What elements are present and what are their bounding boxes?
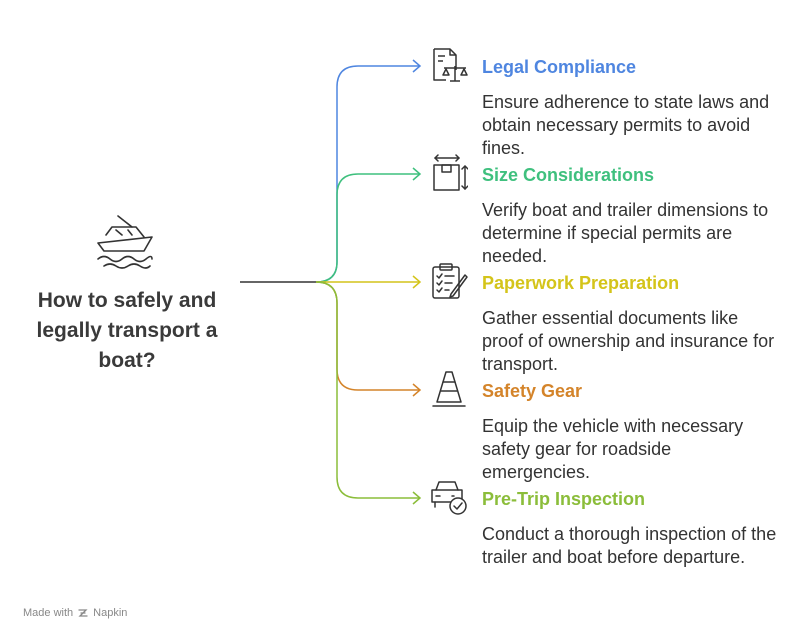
paperwork-preparation-description: Gather essential documents like proof of… <box>482 308 775 374</box>
arrow-safety-gear <box>412 383 422 397</box>
footer-text: Made with <box>23 607 74 619</box>
footer-watermark: Made with Napkin <box>23 607 127 619</box>
legal-compliance-description: Ensure adherence to state laws and obtai… <box>482 92 770 158</box>
boat-icon <box>97 215 153 269</box>
pre-trip-inspection-title: Pre-Trip Inspection <box>482 489 646 509</box>
safety-gear-title: Safety Gear <box>482 381 583 401</box>
box-dimensions-icon <box>433 154 468 191</box>
branch-line-pre-trip-inspection <box>315 281 420 499</box>
legal-document-scales-icon <box>433 48 468 82</box>
clipboard-paperwork-icon <box>432 263 468 299</box>
safety-gear-description: Equip the vehicle with necessary safety … <box>482 416 744 482</box>
arrow-size-considerations <box>412 167 422 181</box>
arrow-pre-trip-inspection <box>412 491 422 505</box>
car-check-icon <box>431 481 467 515</box>
branch-line-size-considerations <box>315 173 420 283</box>
root-title: How to safely and legally transport a bo… <box>36 289 218 372</box>
arrow-paperwork-preparation <box>412 275 422 289</box>
legal-compliance-title: Legal Compliance <box>482 57 637 77</box>
traffic-cone-icon <box>432 371 466 407</box>
arrow-legal-compliance <box>412 59 422 73</box>
napkin-logo-icon <box>78 609 88 617</box>
size-considerations-description: Verify boat and trailer dimensions to de… <box>482 200 769 266</box>
paperwork-preparation-title: Paperwork Preparation <box>482 273 680 293</box>
branch-line-safety-gear <box>315 281 420 391</box>
footer-brand: Napkin <box>93 607 128 619</box>
pre-trip-inspection-description: Conduct a thorough inspection of the tra… <box>482 524 777 567</box>
size-considerations-title: Size Considerations <box>482 165 655 185</box>
